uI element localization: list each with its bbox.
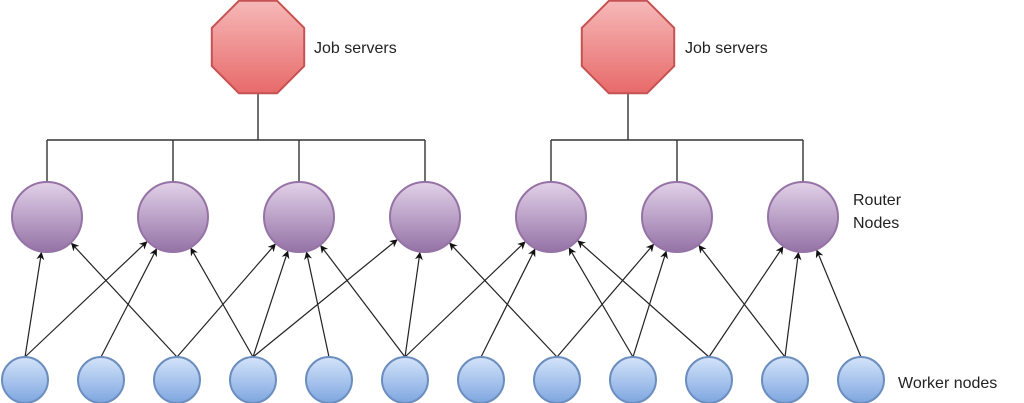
worker-router-edges: [24, 239, 862, 358]
worker-node: [533, 356, 581, 403]
router-node: [137, 181, 209, 253]
edge-arrow: [304, 251, 330, 358]
worker-node: [1, 356, 49, 403]
edge-arrow: [568, 247, 634, 358]
edge-arrow: [320, 245, 406, 358]
router-nodes-label-line1: Router: [853, 192, 902, 209]
edge-arrow: [480, 248, 536, 358]
job-server-octagon: [210, 0, 306, 95]
edge-arrow: [24, 251, 45, 358]
router-node: [11, 181, 83, 253]
router-nodes-label-line2: Nodes: [853, 215, 899, 232]
edge-arrow: [404, 251, 423, 358]
worker-node: [837, 356, 885, 403]
edge-arrow: [190, 247, 254, 358]
router-nodes-group: [11, 181, 839, 253]
job-servers-group: [210, 0, 676, 95]
worker-node: [609, 356, 657, 403]
router-node: [515, 181, 587, 253]
job-servers-label-right: Job servers: [685, 40, 768, 57]
edge-arrow: [24, 241, 148, 358]
worker-node: [685, 356, 733, 403]
edge-arrow: [252, 250, 290, 358]
edge-arrow: [252, 239, 398, 358]
edge-arrow: [815, 249, 862, 358]
edge-arrow: [577, 240, 710, 358]
worker-node: [229, 356, 277, 403]
router-node: [389, 181, 461, 253]
edge-arrow: [556, 243, 655, 358]
worker-node: [153, 356, 201, 403]
job-server-connector-lines: [46, 94, 804, 182]
job-server-octagon: [580, 0, 676, 95]
router-node: [767, 181, 839, 253]
worker-nodes-label: Worker nodes: [898, 375, 997, 392]
edge-arrow: [176, 243, 276, 358]
edge-arrow: [698, 244, 786, 358]
edge-arrow: [784, 251, 802, 358]
router-node: [263, 181, 335, 253]
worker-nodes-group: [1, 356, 885, 403]
edge-arrow: [70, 242, 178, 358]
edge-arrow: [449, 242, 558, 358]
worker-node: [381, 356, 429, 403]
worker-node: [761, 356, 809, 403]
router-node: [641, 181, 713, 253]
worker-node: [77, 356, 125, 403]
worker-node: [457, 356, 505, 403]
edge-arrow: [404, 241, 526, 358]
edge-arrow: [100, 248, 158, 358]
job-servers-label-left: Job servers: [314, 40, 397, 57]
edge-arrow: [708, 246, 784, 358]
worker-node: [305, 356, 353, 403]
